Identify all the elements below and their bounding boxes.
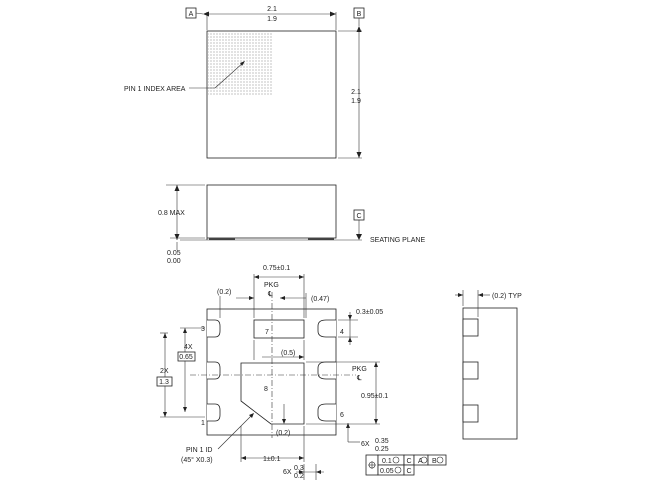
pkg-top: PKG [264, 282, 279, 289]
count-2x: 2X [160, 368, 169, 375]
fcf-tol-1: 0.1 [382, 458, 392, 465]
side-standoff-min: 0.00 [167, 258, 181, 265]
top-view: A 2.1 1.9 B 2.1 1.9 PIN 1 INDEX AREA [124, 6, 365, 159]
dim-02-left: (0.2) [217, 289, 231, 296]
bottom-view: 3 7 4 8 6 1 0.75±0.1 PKG ℄ (0.2) (0.47) … [156, 265, 447, 480]
dim-047: (0.47) [311, 296, 329, 303]
pin-1-label: 1 [201, 420, 205, 427]
pad-5 [317, 361, 336, 380]
dim-02-typ: (0.2) TYP [492, 293, 522, 300]
side-view: 0.8 MAX 0.05 0.00 C SEATING PLANE [158, 184, 425, 265]
count-6x-b: 6X [283, 469, 292, 476]
datum-c: C [356, 213, 361, 220]
side-height-max: 0.8 MAX [158, 210, 185, 217]
top-width-max: 2.1 [267, 6, 277, 13]
pin-3-label: 3 [201, 326, 205, 333]
dim-035: 0.35 [375, 438, 389, 445]
side-standoff-max: 0.05 [167, 250, 181, 257]
dim-02-bottom: (0.2) [276, 430, 290, 437]
fcf-datum-a: A [418, 458, 423, 465]
datum-b: B [357, 11, 362, 18]
dim-03b: 0.3 [294, 465, 304, 472]
pin1-id-label: PIN 1 ID [186, 447, 212, 454]
side-view-2: (0.2) TYP [455, 290, 522, 440]
top-height-max: 2.1 [351, 89, 361, 96]
dim-03: 0.3±0.05 [356, 309, 383, 316]
dim-095: 0.95±0.1 [361, 393, 388, 400]
fcf-datum-b: B [432, 458, 437, 465]
seating-plane-label: SEATING PLANE [370, 237, 425, 244]
side-pad-3 [462, 404, 479, 423]
dim-1: 1±0.1 [263, 456, 281, 463]
cl-right: ℄ [356, 375, 362, 382]
pkg-right: PKG [352, 366, 367, 373]
top-width-min: 1.9 [267, 16, 277, 23]
dim-075: 0.75±0.1 [263, 265, 290, 272]
side-pad-1 [462, 318, 479, 337]
top-height-min: 1.9 [351, 98, 361, 105]
pad-4 [317, 319, 336, 338]
pad-3 [207, 319, 221, 338]
pad-6 [317, 403, 336, 422]
cl-top: ℄ [267, 291, 273, 298]
pad-8 [240, 362, 305, 425]
dim-02b: 0.2 [294, 473, 304, 480]
dim-065: 0.65 [179, 354, 193, 361]
pin-8-label: 8 [264, 386, 268, 393]
pin-4-label: 4 [340, 329, 344, 336]
datum-a: A [189, 11, 194, 18]
fcf-tol-2: 0.05 [380, 468, 394, 475]
dim-025: 0.25 [375, 446, 389, 453]
dim-13: 1.3 [159, 379, 169, 386]
pad-1 [207, 403, 221, 422]
side-pad-2 [462, 361, 479, 380]
feature-control-frame: 0.1 C A B 0.05 C [365, 454, 447, 476]
pin1-id-chamfer: (45° X0.3) [181, 456, 213, 464]
count-6x-a: 6X [361, 441, 370, 448]
pad-7 [253, 319, 305, 339]
pin1-index-area [208, 32, 273, 96]
fcf-datum-c-1: C [406, 458, 411, 465]
pin1-index-label: PIN 1 INDEX AREA [124, 86, 186, 93]
pin-7-label: 7 [265, 329, 269, 336]
pin-6-label: 6 [340, 412, 344, 419]
pad-2 [207, 361, 221, 380]
count-4x: 4X [184, 344, 193, 351]
fcf-datum-c-2: C [406, 468, 411, 475]
side-view-body [206, 184, 337, 239]
dim-05: (0.5) [281, 350, 295, 357]
